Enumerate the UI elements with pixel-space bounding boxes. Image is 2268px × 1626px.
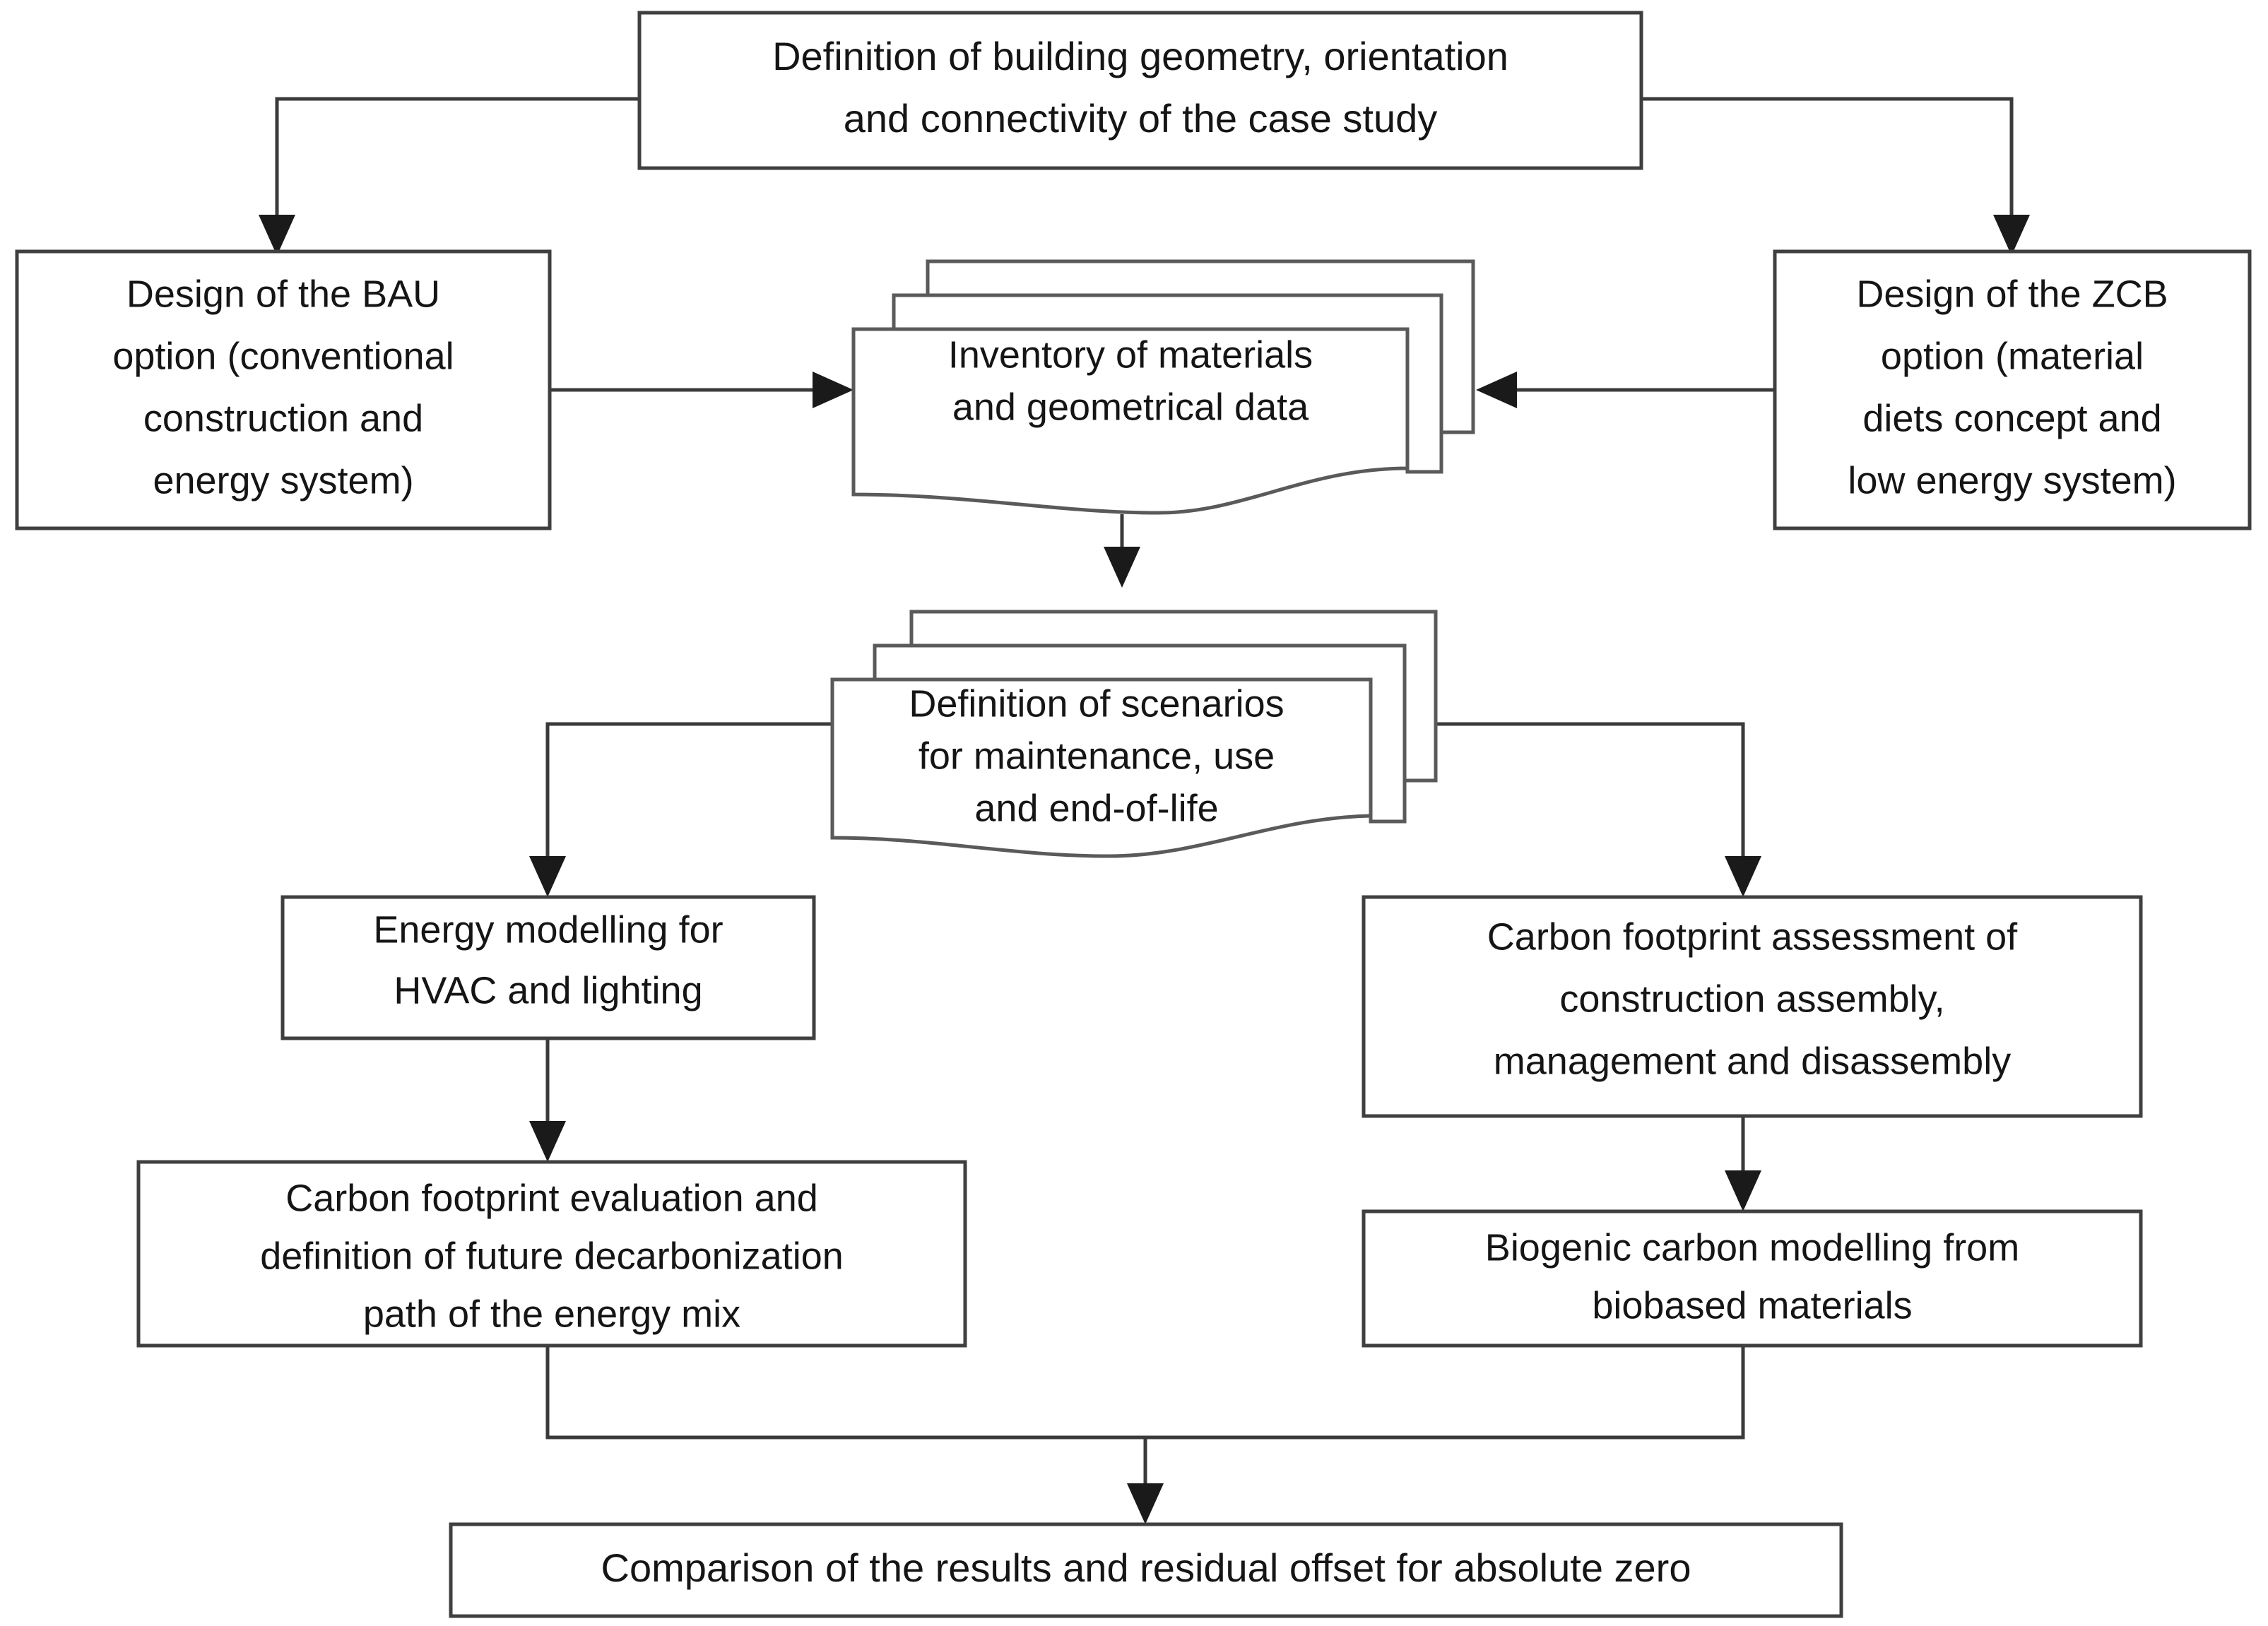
node-design-zcb-line-2: option (material: [1881, 335, 2144, 377]
edge-scenarios-to-energy: [529, 722, 832, 897]
edge-geometry-to-bau: [259, 97, 639, 256]
arrowhead-down-icon: [1725, 856, 1761, 897]
edge-zcb-to-inventory: [1476, 372, 1775, 408]
edge-energy-to-evaluation: [529, 1038, 566, 1162]
node-definition-geometry-line-2: and connectivity of the case study: [844, 96, 1438, 141]
arrowhead-down-icon: [1127, 1483, 1164, 1524]
arrowhead-down-icon: [529, 856, 566, 897]
node-carbon-assessment-line-2: construction assembly,: [1559, 978, 1944, 1020]
node-energy-modelling-line-2: HVAC and lighting: [394, 969, 702, 1011]
node-energy-modelling[interactable]: Energy modelling for HVAC and lighting: [280, 895, 816, 1040]
node-comparison-results[interactable]: Comparison of the results and residual o…: [449, 1522, 1843, 1618]
node-carbon-evaluation-line-3: path of the energy mix: [363, 1293, 740, 1335]
node-design-zcb-line-1: Design of the ZCB: [1856, 273, 2168, 315]
node-biogenic-carbon-line-2: biobased materials: [1592, 1284, 1912, 1327]
arrowhead-left-icon: [1476, 372, 1517, 408]
node-design-bau[interactable]: Design of the BAU option (conventional c…: [15, 249, 552, 530]
node-definition-geometry-line-1: Definition of building geometry, orienta…: [772, 34, 1508, 78]
node-inventory-materials[interactable]: Inventory of materials and geometrical d…: [851, 259, 1475, 515]
node-biogenic-carbon-line-1: Biogenic carbon modelling from: [1485, 1226, 2019, 1269]
node-carbon-assessment-line-1: Carbon footprint assessment of: [1487, 915, 2018, 958]
edge-assessment-to-biogenic: [1725, 1116, 1761, 1211]
node-definition-scenarios[interactable]: Definition of scenarios for maintenance,…: [830, 610, 1438, 858]
node-inventory-materials-line-2: and geometrical data: [952, 386, 1309, 428]
node-design-bau-line-2: option (conventional: [112, 335, 454, 377]
node-design-zcb-line-3: diets concept and: [1862, 397, 2161, 439]
arrowhead-down-icon: [529, 1121, 566, 1162]
arrowhead-right-icon: [813, 372, 854, 408]
node-energy-modelling-line-1: Energy modelling for: [373, 908, 723, 951]
scenarios-sheet-front: [830, 677, 1373, 858]
node-definition-scenarios-line-3: and end-of-life: [974, 787, 1218, 829]
node-inventory-materials-line-1: Inventory of materials: [948, 333, 1313, 376]
node-carbon-evaluation-line-1: Carbon footprint evaluation and: [285, 1177, 818, 1219]
node-design-zcb-line-4: low energy system): [1848, 459, 2176, 502]
arrowhead-down-icon: [259, 215, 295, 256]
node-design-bau-line-4: energy system): [153, 459, 413, 502]
node-definition-scenarios-line-1: Definition of scenarios: [909, 682, 1284, 725]
edge-merge-to-comparison: [545, 1346, 1745, 1524]
node-definition-geometry[interactable]: Definition of building geometry, orienta…: [637, 11, 1643, 170]
node-design-bau-line-3: construction and: [143, 397, 423, 439]
node-carbon-evaluation-line-2: definition of future decarbonization: [260, 1235, 844, 1277]
edge-bau-to-inventory: [550, 372, 854, 408]
arrowhead-down-icon: [1993, 215, 2030, 256]
edge-geometry-to-zcb: [1641, 97, 2030, 256]
inventory-sheet-front: [851, 327, 1410, 515]
edge-scenarios-to-assessment: [1436, 722, 1761, 897]
node-design-zcb[interactable]: Design of the ZCB option (material diets…: [1773, 249, 2252, 530]
edge-inventory-to-scenarios: [1104, 514, 1140, 588]
node-carbon-footprint-evaluation[interactable]: Carbon footprint evaluation and definiti…: [136, 1160, 967, 1348]
node-definition-scenarios-line-2: for maintenance, use: [919, 735, 1275, 777]
node-comparison-results-line-1: Comparison of the results and residual o…: [601, 1545, 1691, 1590]
node-design-bau-line-1: Design of the BAU: [126, 273, 440, 315]
arrowhead-down-icon: [1104, 547, 1140, 588]
node-biogenic-carbon-modelling[interactable]: Biogenic carbon modelling from biobased …: [1362, 1209, 2143, 1348]
node-carbon-footprint-assessment[interactable]: Carbon footprint assessment of construct…: [1362, 895, 2143, 1118]
arrowhead-down-icon: [1725, 1170, 1761, 1211]
node-carbon-assessment-line-3: management and disassembly: [1494, 1040, 2011, 1082]
